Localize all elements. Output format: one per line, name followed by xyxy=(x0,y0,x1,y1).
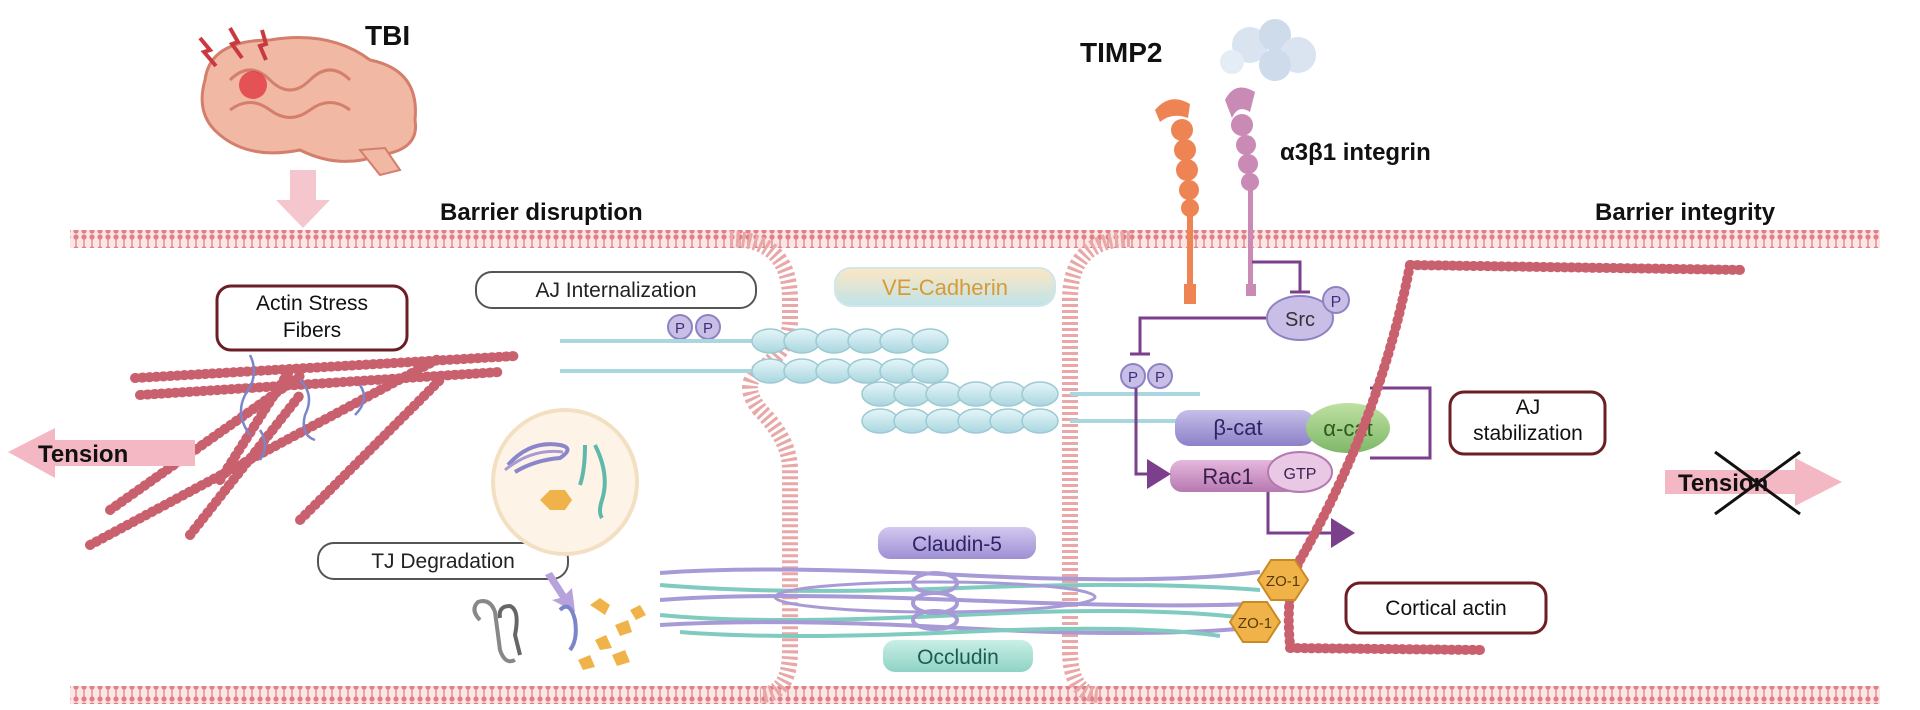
cadherin-domain xyxy=(893,408,931,434)
cadherin-domain xyxy=(1021,408,1059,434)
aj-stabilization-bracket xyxy=(1370,386,1432,460)
src-phospho: P xyxy=(1331,294,1342,311)
integrin-src-inhibit-line xyxy=(1252,260,1302,292)
tj-degradation-label: TJ Degradation xyxy=(371,550,515,573)
integrin-label: α3β1 integrin xyxy=(1280,139,1431,166)
cadherin-domain xyxy=(751,328,789,354)
tj-degradation-arrow xyxy=(545,572,575,612)
timp2-receptor xyxy=(1155,99,1199,304)
degraded-tj-fragments xyxy=(472,598,646,670)
ve-cadherin-box xyxy=(834,267,1056,307)
bottom-membrane xyxy=(70,686,1880,704)
cadherin-domain xyxy=(957,408,995,434)
zo1-upper-label: ZO-1 xyxy=(1266,573,1300,590)
cadherin-domain xyxy=(815,358,853,384)
tbi-down-arrow xyxy=(276,170,330,228)
src-node: Src P xyxy=(1266,286,1350,341)
cadherin-domain xyxy=(925,381,963,407)
tension-right-arrow: Tension xyxy=(1665,450,1842,516)
occludin-box xyxy=(883,640,1033,672)
cadherin-domain xyxy=(989,381,1027,407)
top-membrane xyxy=(70,230,1880,248)
left-pp-markers: P P xyxy=(667,314,721,340)
cadherin-domain xyxy=(861,381,899,407)
actin-stress-fibers-label-2: Fibers xyxy=(283,319,341,342)
zo1-lower: ZO-1 xyxy=(1228,601,1282,643)
cadherin-domain xyxy=(815,328,853,354)
right-pp-markers: P P xyxy=(1120,363,1173,389)
beta-catenin: β-cat xyxy=(1175,410,1315,446)
cadherin-domain xyxy=(861,408,899,434)
aj-internalization-label: AJ Internalization xyxy=(535,279,696,302)
aj-stabilization-box: AJ stabilization xyxy=(1448,390,1607,456)
right-p2: P xyxy=(1155,369,1165,386)
left-p2: P xyxy=(703,320,713,337)
alpha-catenin: α-cat xyxy=(1306,403,1390,453)
tension-right-label: Tension xyxy=(1678,470,1768,497)
cadherin-domain xyxy=(957,381,995,407)
cadherin-domain xyxy=(783,328,821,354)
actin-stress-fibers-box: Actin Stress Fibers xyxy=(215,284,409,352)
tight-junction-strands xyxy=(659,567,1261,638)
actin-stress-fibers-label-1: Actin Stress xyxy=(256,292,368,315)
claudin5-box xyxy=(878,527,1036,559)
integrin-receptor xyxy=(1225,87,1259,296)
occludin-label: Occludin xyxy=(917,646,999,669)
zo1-upper: ZO-1 xyxy=(1256,559,1310,601)
rac1-gtp: Rac1 GTP xyxy=(1170,451,1333,493)
cadherin-domain xyxy=(1021,381,1059,407)
ve-cadherin-beads xyxy=(751,328,1059,434)
endosome-vesicle xyxy=(491,408,639,556)
aj-stabilization-label-2: stabilization xyxy=(1473,422,1583,445)
right-p1: P xyxy=(1128,369,1138,386)
aj-stabilization-label-1: AJ xyxy=(1516,396,1541,419)
cadherin-domain xyxy=(847,328,885,354)
barrier-disruption-title: Barrier disruption xyxy=(440,199,643,226)
cadherin-domain xyxy=(847,358,885,384)
left-cell-membrane xyxy=(729,231,798,703)
ve-cadherin-label: VE-Cadherin xyxy=(882,275,1008,300)
right-cell-membrane xyxy=(1062,231,1131,703)
cadherin-domain xyxy=(911,358,949,384)
cortical-actin-filament xyxy=(1283,260,1750,655)
rac1-label: Rac1 xyxy=(1202,464,1253,489)
barrier-integrity-title: Barrier integrity xyxy=(1595,199,1776,226)
cortical-actin-label: Cortical actin xyxy=(1385,597,1506,620)
aj-internalization-box xyxy=(475,271,757,309)
claudin5-label: Claudin-5 xyxy=(912,533,1002,556)
tj-degradation-box xyxy=(317,542,569,580)
cadherin-domain xyxy=(925,408,963,434)
gtp-label: GTP xyxy=(1284,466,1317,483)
zo1-lower-label: ZO-1 xyxy=(1238,615,1272,632)
brain-illustration xyxy=(198,27,418,177)
cadherin-domain xyxy=(751,358,789,384)
timp2-label: TIMP2 xyxy=(1080,37,1162,68)
src-label: Src xyxy=(1285,309,1315,331)
cadherin-domain xyxy=(783,358,821,384)
left-p1: P xyxy=(675,320,685,337)
beta-cat-label: β-cat xyxy=(1213,415,1262,440)
cortical-actin-box: Cortical actin xyxy=(1344,581,1548,635)
cadherin-domain xyxy=(911,328,949,354)
actin-crosslinkers xyxy=(239,354,366,461)
tension-left-arrow: Tension xyxy=(8,428,195,478)
pp-to-rac1-arrow xyxy=(1134,388,1171,489)
tbi-label: TBI xyxy=(365,20,410,51)
src-pp-inhibit-line xyxy=(1138,316,1266,354)
cadherin-domain xyxy=(989,408,1027,434)
rac1-to-actin-arrow xyxy=(1266,492,1355,548)
timp2-protein-blob xyxy=(1220,19,1316,81)
cadherin-domain xyxy=(879,358,917,384)
cadherin-domain xyxy=(879,328,917,354)
tension-left-label: Tension xyxy=(38,441,128,468)
cadherin-domain xyxy=(893,381,931,407)
